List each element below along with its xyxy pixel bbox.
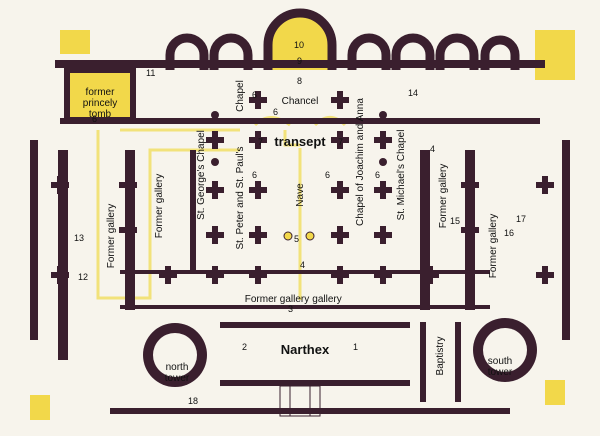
marker-2: 2 xyxy=(242,342,247,352)
marker-8: 8 xyxy=(297,76,302,86)
south-tower xyxy=(473,318,537,382)
label-chapel-joachim-anna: Chapel of Joachim and Anna xyxy=(355,98,366,226)
label-former-gallery-west-inner: Former gallery xyxy=(154,174,165,238)
label-south-tower-1: south xyxy=(488,356,512,367)
marker-4b: 4 xyxy=(430,144,435,154)
marker-14: 14 xyxy=(408,88,418,98)
marker-6-chapel: 6 xyxy=(252,90,257,100)
princely-tomb-area xyxy=(70,73,130,117)
entrance xyxy=(279,385,321,417)
label-st-peter-paul: St. Peter and St. Paul's xyxy=(235,146,246,249)
label-tomb-3: tomb xyxy=(89,109,112,120)
ne-yellow-block xyxy=(535,30,575,80)
marker-7-left: 7 xyxy=(258,137,263,147)
marker-4a: 4 xyxy=(300,260,305,270)
central-apse xyxy=(272,17,328,70)
label-former-gallery-west-outer: Former gallery xyxy=(106,204,117,268)
label-narthex: Narthex xyxy=(281,342,330,357)
north-apses xyxy=(165,8,520,70)
marker-1: 1 xyxy=(353,342,358,352)
tomb-outline xyxy=(64,67,136,123)
label-baptistry: Baptistry xyxy=(435,337,446,376)
round-columns xyxy=(211,111,387,166)
numbered-markers: 1 2 3 4 4 5 6 6 6 6 6 6 7 7 8 9 10 11 12… xyxy=(74,40,526,406)
marker-6-nave: 6 xyxy=(325,170,330,180)
marker-17: 17 xyxy=(516,214,526,224)
marker-9: 9 xyxy=(297,56,302,66)
label-former-gallery-east-outer: Former gallery xyxy=(488,214,499,278)
marker-16: 16 xyxy=(504,228,514,238)
label-transept: transept xyxy=(274,134,326,149)
label-former-gallery-south: Former gallery xyxy=(245,294,309,305)
north-tower xyxy=(143,323,207,387)
marker-18: 18 xyxy=(188,396,198,406)
label-north-tower-2: tower xyxy=(165,373,190,384)
marker-6-tomb: 6 xyxy=(92,114,97,124)
marker-6-peter: 6 xyxy=(252,170,257,180)
nave-piers xyxy=(51,91,554,284)
label-st-georges-chapel: St. George's Chapel xyxy=(196,130,207,220)
label-chancel: Chancel xyxy=(282,96,319,107)
marker-12: 12 xyxy=(78,272,88,282)
marker-11: 11 xyxy=(146,68,155,78)
yellow-accents xyxy=(30,17,575,420)
marker-13: 13 xyxy=(74,233,84,243)
marker-10: 10 xyxy=(294,40,304,50)
marker-15: 15 xyxy=(450,216,460,226)
label-chapel: Chapel xyxy=(235,80,246,112)
label-gallery-south: gallery xyxy=(312,294,341,305)
marker-7-right: 7 xyxy=(338,137,343,147)
label-former-gallery-east-inner: Former gallery xyxy=(438,164,449,228)
nw-yellow-block xyxy=(60,30,90,54)
label-south-tower-2: tower xyxy=(488,367,513,378)
marker-5: 5 xyxy=(294,234,299,244)
label-tomb-2: princely xyxy=(83,98,117,109)
label-nave: Nave xyxy=(295,183,306,207)
marker-6-joachim: 6 xyxy=(375,170,380,180)
label-st-michaels-chapel: St. Michael's Chapel xyxy=(396,130,407,221)
marker-6-chancel: 6 xyxy=(273,107,278,117)
tomb-columns xyxy=(283,231,315,241)
se-yellow-block xyxy=(545,380,565,405)
label-north-tower-1: north xyxy=(166,362,189,373)
label-tomb-1: former xyxy=(86,87,116,98)
marker-3: 3 xyxy=(288,304,293,314)
sw-yellow-block xyxy=(30,395,50,420)
